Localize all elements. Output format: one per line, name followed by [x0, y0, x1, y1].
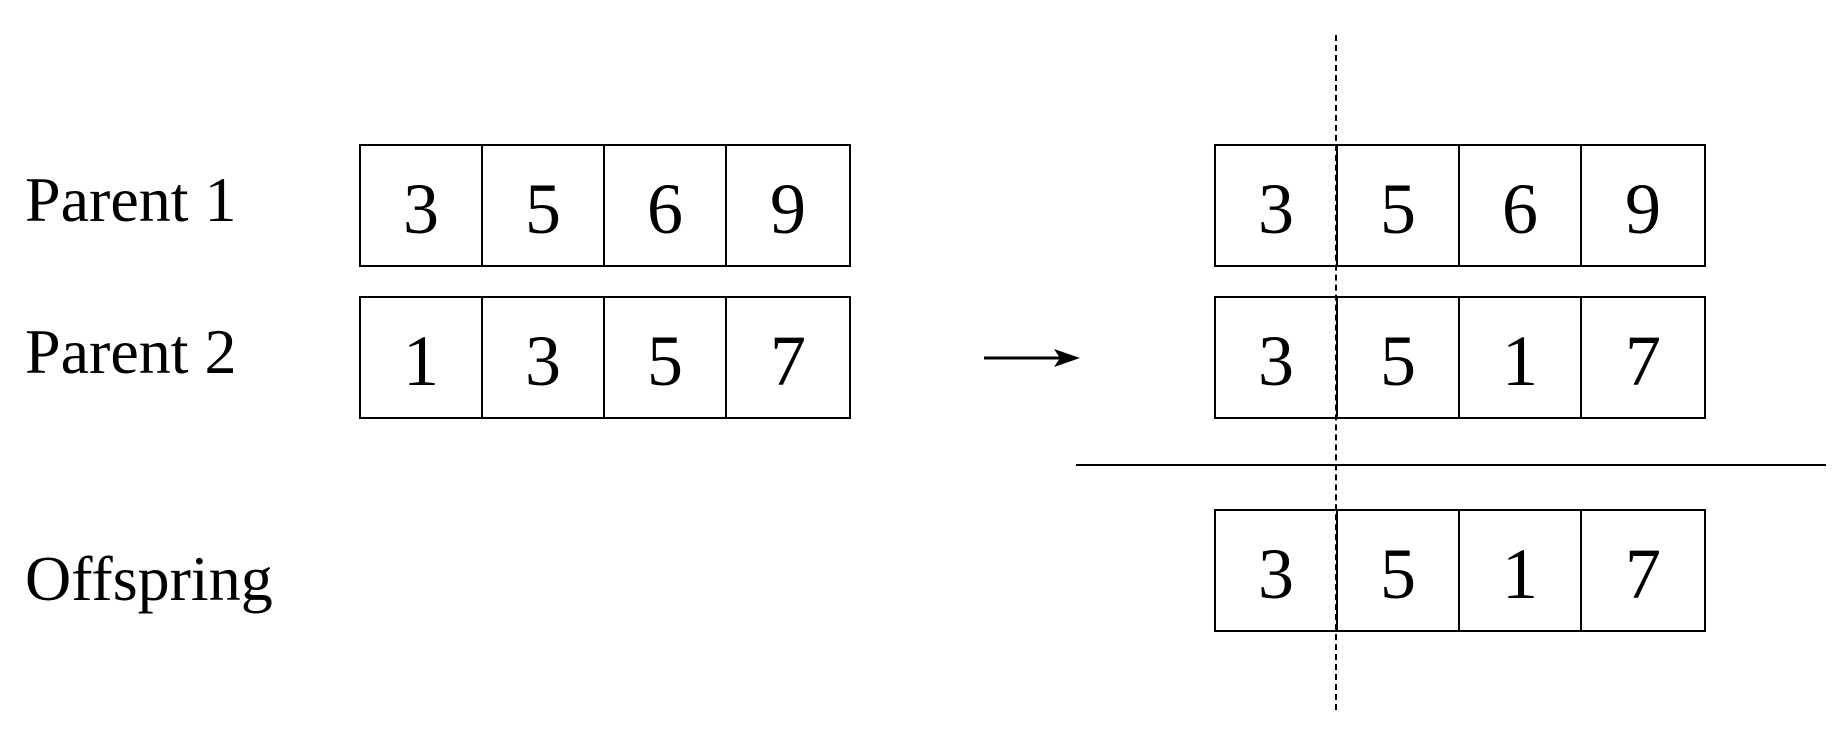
gene-cell: 9	[1625, 169, 1661, 249]
right-parent-2-chromosome: 3 5 1 7	[1214, 296, 1706, 419]
gene-cell: 1	[1460, 511, 1582, 630]
gene-cell: 6	[1460, 146, 1582, 265]
gene-cell: 5	[483, 146, 605, 265]
parent-2-label: Parent 2	[25, 316, 237, 387]
offspring-chromosome: 3 5 1 7	[1214, 509, 1706, 632]
left-parent-1-chromosome: 3 5 6 9	[359, 144, 851, 267]
divider-line	[1076, 464, 1826, 466]
gene-cell: 3	[483, 298, 605, 417]
gene-cell: 5	[1338, 511, 1460, 630]
right-arrow-icon	[984, 349, 1080, 367]
gene-cell: 3	[1216, 298, 1338, 417]
gene-cell: 5	[1338, 298, 1460, 417]
offspring-label: Offspring	[25, 543, 273, 614]
crossover-point-line	[1335, 35, 1337, 710]
gene-cell: 7	[1625, 321, 1661, 401]
gene-cell: 3	[1216, 146, 1338, 265]
gene-cell: 5	[605, 298, 727, 417]
left-parent-2-chromosome: 1 3 5 7	[359, 296, 851, 419]
gene-cell: 1	[361, 298, 483, 417]
gene-cell: 9	[770, 169, 806, 249]
right-parent-1-chromosome: 3 5 6 9	[1214, 144, 1706, 267]
gene-cell: 7	[770, 321, 806, 401]
gene-cell: 3	[361, 146, 483, 265]
parent-1-label: Parent 1	[25, 164, 237, 235]
gene-cell: 3	[1216, 511, 1338, 630]
gene-cell: 5	[1338, 146, 1460, 265]
gene-cell: 7	[1625, 534, 1661, 614]
gene-cell: 1	[1460, 298, 1582, 417]
gene-cell: 6	[605, 146, 727, 265]
